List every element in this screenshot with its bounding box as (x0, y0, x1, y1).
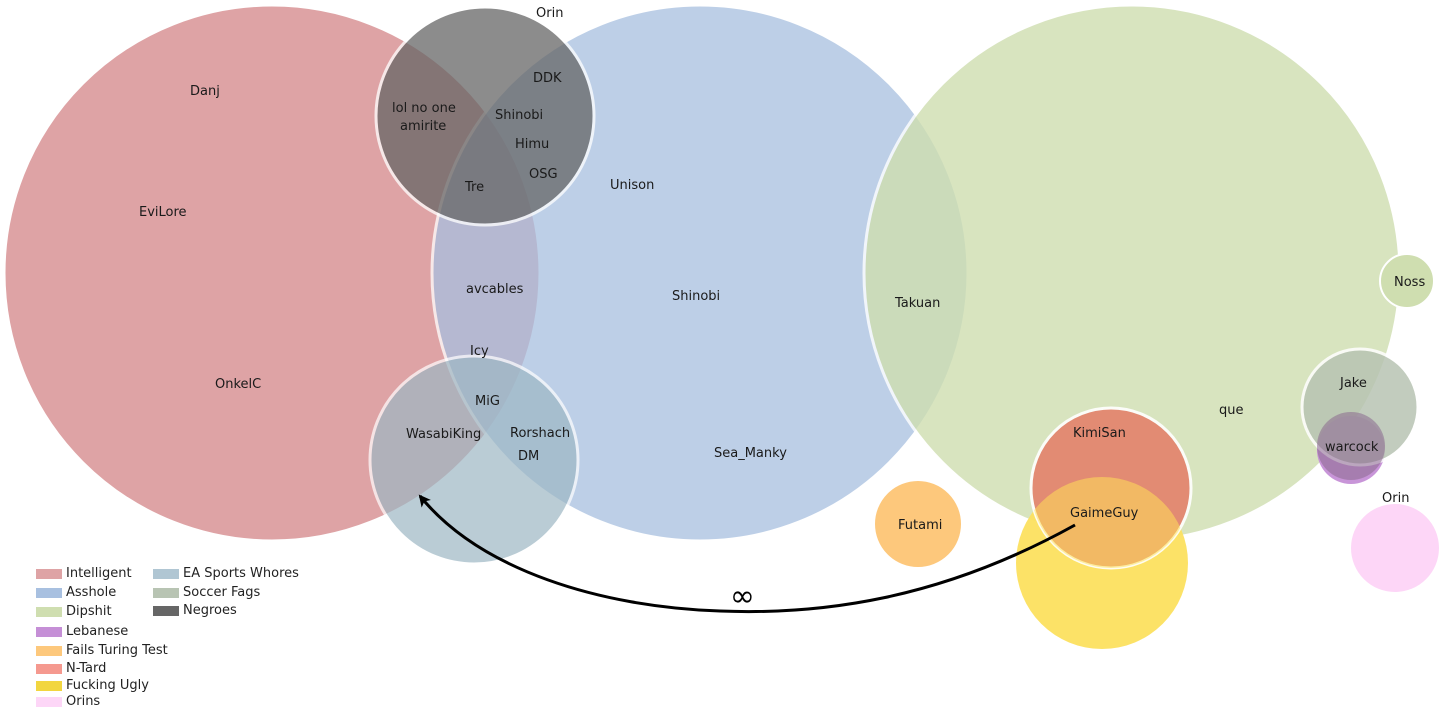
label-osg: OSG (529, 167, 558, 182)
label-danj: Danj (190, 84, 220, 99)
label-infinity: ∞ (730, 579, 755, 614)
label-dm: DM (518, 449, 539, 464)
label-lol-1: lol no one (392, 101, 456, 116)
label-himu: Himu (515, 137, 549, 152)
label-ddk: DDK (533, 71, 562, 86)
label-orin-top: Orin (536, 6, 563, 21)
orins-circle (1351, 504, 1439, 592)
label-takuan: Takuan (894, 296, 940, 311)
label-futami: Futami (898, 518, 942, 533)
label-noss: Noss (1394, 275, 1425, 290)
label-shinobi-small: Shinobi (495, 108, 543, 123)
noss-circle (1379, 253, 1435, 309)
infinity-arrow (418, 494, 1076, 614)
label-orin-right: Orin (1382, 491, 1409, 506)
warcock-circle (1317, 412, 1385, 480)
label-jake: Jake (1339, 376, 1367, 391)
label-mig: MiG (475, 394, 500, 409)
label-evilore: EviLore (139, 205, 187, 220)
label-tre: Tre (464, 180, 484, 195)
futami-circle (873, 479, 963, 569)
label-lol-2: amirite (400, 119, 446, 134)
label-shinobi-big: Shinobi (672, 289, 720, 304)
label-icy: Icy (470, 344, 489, 359)
label-que: que (1219, 403, 1244, 418)
label-unison: Unison (610, 178, 654, 193)
label-avcables: avcables (466, 282, 524, 297)
label-gaimeguy: GaimeGuy (1070, 506, 1139, 521)
gaimeguy-overlap (1031, 477, 1188, 568)
label-rorshach: Rorshach (510, 426, 570, 441)
label-onkelc: OnkelC (215, 377, 261, 392)
label-kimisan: KimiSan (1073, 426, 1126, 441)
ea-sports-circle (368, 354, 580, 566)
label-warcock: warcock (1325, 440, 1379, 455)
label-sea-manky: Sea_Manky (714, 446, 787, 461)
label-wasabiking: WasabiKing (406, 427, 481, 442)
negroes-circle (374, 5, 596, 227)
